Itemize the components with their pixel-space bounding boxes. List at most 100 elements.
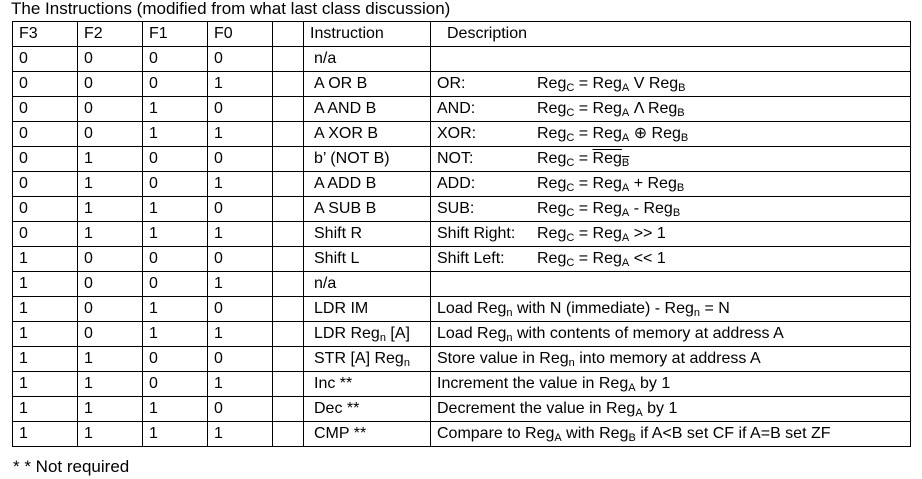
bit-f1-cell: 0 [142, 71, 208, 97]
bit-f2-cell: 1 [77, 221, 143, 247]
instruction-cell: LDR Regn [A] [303, 321, 431, 347]
spacer-cell [272, 321, 304, 347]
operation-label: XOR: [437, 125, 477, 142]
operation-equation: RegC = RegA >> 1 [537, 225, 666, 244]
operation-label: OR: [437, 75, 466, 92]
bit-f3-cell: 1 [12, 271, 78, 297]
operation-equation: RegC = RegA << 1 [537, 250, 666, 269]
spacer-cell [272, 221, 304, 247]
bit-f0-cell: 1 [207, 371, 273, 397]
bit-f0-cell: 1 [207, 121, 273, 147]
bit-f2-cell: 0 [77, 296, 143, 322]
bit-f2-cell: 0 [77, 271, 143, 297]
bit-f3-cell: 0 [12, 46, 78, 72]
description-cell: ADD:RegC = RegA + RegB [430, 171, 911, 197]
instruction-cell: n/a [303, 46, 431, 72]
instruction-cell: n/a [303, 271, 431, 297]
bit-f3-cell: 0 [12, 196, 78, 222]
bit-f1-cell: 0 [142, 46, 208, 72]
bit-f1-cell: 0 [142, 346, 208, 372]
description-cell: Load Regn with N (immediate) - Regn = N [430, 296, 911, 322]
bit-f1-cell: 1 [142, 296, 208, 322]
bit-f3-cell: 0 [12, 71, 78, 97]
spacer-cell [272, 271, 304, 297]
operation-label: NOT: [437, 150, 474, 167]
description-cell: Store value in Regn into memory at addre… [430, 346, 911, 372]
header-description: Description [430, 21, 911, 47]
bit-f3-cell: 0 [12, 171, 78, 197]
spacer-cell [272, 246, 304, 272]
description-cell: Compare to RegA with RegB if A<B set CF … [430, 421, 911, 447]
footnote: * * Not required [13, 457, 130, 476]
bit-f3-cell: 0 [12, 146, 78, 172]
operation-label: Shift Right: [437, 225, 516, 242]
header-f3: F3 [12, 21, 78, 47]
bit-f0-cell: 0 [207, 96, 273, 122]
bit-f1-cell: 1 [142, 421, 208, 447]
spacer-cell [272, 146, 304, 172]
operation-label: Shift Left: [437, 250, 505, 267]
bit-f2-cell: 0 [77, 246, 143, 272]
description-cell: Load Regn with contents of memory at add… [430, 321, 911, 347]
bit-f0-cell: 0 [207, 196, 273, 222]
spacer-cell [272, 46, 304, 72]
bit-f2-cell: 1 [77, 396, 143, 422]
bit-f1-cell: 0 [142, 146, 208, 172]
header-instruction: Instruction [303, 21, 431, 47]
instruction-cell: A SUB B [303, 196, 431, 222]
description-cell: Increment the value in RegA by 1 [430, 371, 911, 397]
description-cell: Decrement the value in RegA by 1 [430, 396, 911, 422]
bit-f0-cell: 0 [207, 146, 273, 172]
instruction-cell: Dec ** [303, 396, 431, 422]
description-cell: XOR:RegC = RegA ⊕ RegB [430, 121, 911, 147]
bit-f2-cell: 1 [77, 371, 143, 397]
bit-f3-cell: 1 [12, 346, 78, 372]
header-f0: F0 [207, 21, 273, 47]
description-cell: NOT:RegC = RegB [430, 146, 911, 172]
description-cell [430, 271, 911, 297]
bit-f2-cell: 1 [77, 171, 143, 197]
bit-f2-cell: 1 [77, 146, 143, 172]
bit-f2-cell: 1 [77, 421, 143, 447]
header-f1: F1 [142, 21, 208, 47]
description-cell: Shift Right: RegC = RegA >> 1 [430, 221, 911, 247]
bit-f1-cell: 1 [142, 96, 208, 122]
spacer-cell [272, 421, 304, 447]
bit-f3-cell: 1 [12, 296, 78, 322]
description-cell: Shift Left: RegC = RegA << 1 [430, 246, 911, 272]
spacer-cell [272, 121, 304, 147]
bit-f0-cell: 1 [207, 71, 273, 97]
spacer-cell [272, 96, 304, 122]
description-cell: AND:RegC = RegA Λ RegB [430, 96, 911, 122]
header-f2: F2 [77, 21, 143, 47]
bit-f2-cell: 0 [77, 96, 143, 122]
bit-f1-cell: 1 [142, 321, 208, 347]
spacer-cell [272, 371, 304, 397]
spacer-cell [272, 396, 304, 422]
description-cell: SUB:RegC = RegA - RegB [430, 196, 911, 222]
operation-label: ADD: [437, 175, 476, 192]
bit-f3-cell: 1 [12, 396, 78, 422]
instruction-cell: LDR IM [303, 296, 431, 322]
bit-f2-cell: 1 [77, 346, 143, 372]
bit-f3-cell: 0 [12, 221, 78, 247]
bit-f3-cell: 1 [12, 371, 78, 397]
bit-f0-cell: 0 [207, 296, 273, 322]
bit-f3-cell: 1 [12, 321, 78, 347]
bit-f0-cell: 1 [207, 421, 273, 447]
bit-f1-cell: 1 [142, 396, 208, 422]
bit-f0-cell: 0 [207, 246, 273, 272]
description-text: Decrement the value in RegA by 1 [437, 400, 678, 419]
